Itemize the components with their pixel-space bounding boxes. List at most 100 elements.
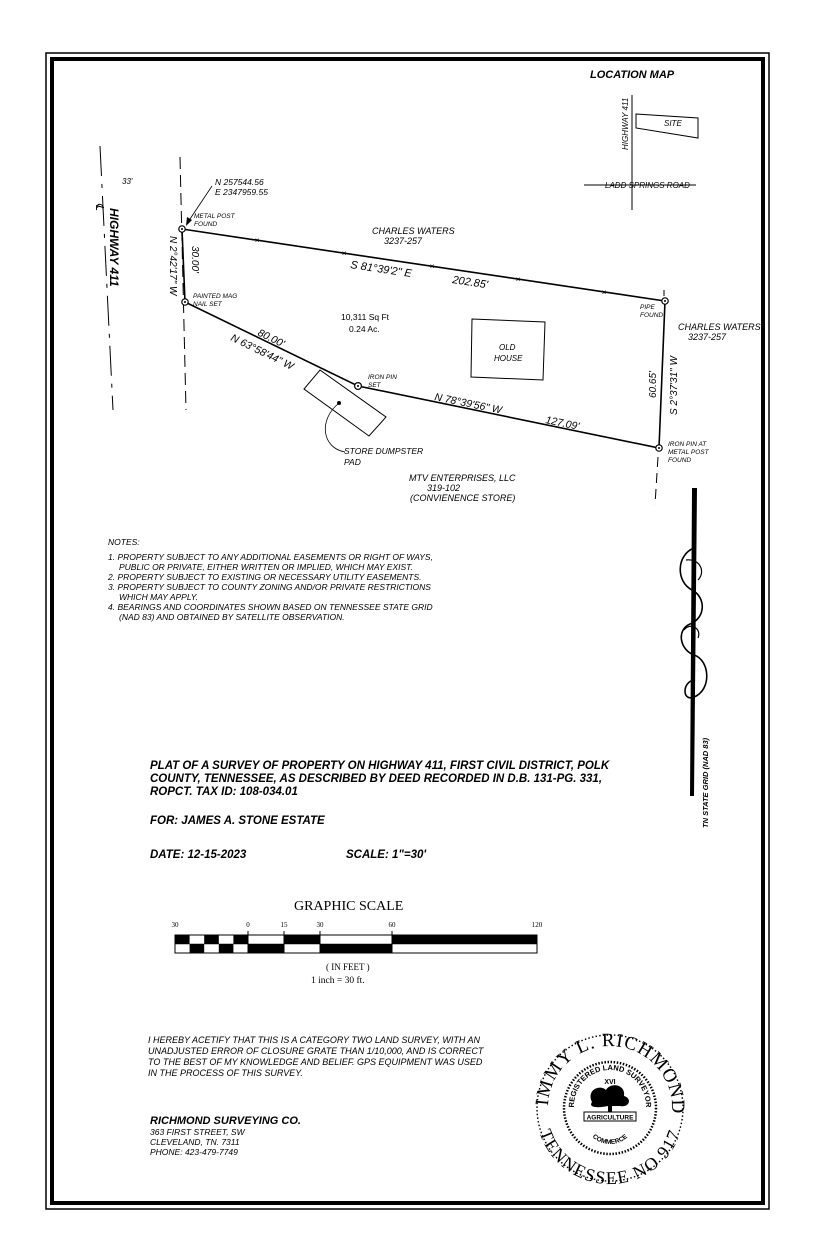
scale-tick-label: 60 [389,921,397,929]
seal-number: XVI [604,1079,615,1086]
location-map-site-label: SITE [664,119,682,128]
corner-monuments [178,225,669,452]
inner-border [50,57,765,1205]
title-scale: SCALE: 1"=30' [346,849,427,861]
title-date: DATE: 12-15-2023 [150,849,247,861]
w-corner-label-2: NAIL SET [193,301,223,308]
scale-tick-label: 30 [172,921,180,929]
seal-band-2: COMMERCE [591,1133,629,1146]
notes-title: NOTES: [108,537,140,547]
scale-tick-label: 15 [281,921,289,929]
south-adjoiner-use: (CONVIENENCE STORE) [410,493,515,503]
graphic-scale: GRAPHIC SCALE 30 0 15 30 60 120 ( IN FEE… [172,899,543,986]
seal-band: AGRICULTURE [587,1115,634,1122]
old-house: OLD HOUSE [470,318,546,381]
corner-labels: N 257544.56 E 2347959.55 METAL POST FOUN… [186,177,710,464]
svg-text:×: × [602,288,607,297]
seal-tree-emblem [590,1085,629,1116]
house-label-2: HOUSE [494,354,523,363]
graphic-scale-unit: ( IN FEET ) [326,962,370,972]
sw2-line-bearing: N 78°39'56" W [433,391,503,417]
property-boundary: × × × × × [181,228,666,506]
north-arrow-needle [690,488,697,796]
nw-northing: N 257544.56 [215,177,264,187]
company-block: RICHMOND SURVEYING CO. 363 FIRST STREET,… [150,1115,301,1157]
ne-corner-label-2: FOUND [640,312,663,319]
note-line: WHICH MAY APPLY. [119,592,198,602]
area-sqft: 10,311 Sq Ft [341,312,390,322]
svg-text:×: × [430,262,435,271]
location-map-site-box [635,113,699,139]
south-adjoiner-deed: 319-102 [427,483,460,493]
north-line-distance: 202.85' [451,274,490,291]
mid-pin-label-2: SET [368,382,382,389]
north-arrow: TN STATE GRID (NAD 83) [679,488,710,828]
north-arrow-label: TN STATE GRID (NAD 83) [701,737,710,828]
nw-corner-label-1: METAL POST [194,213,236,220]
highway-411: HIGHWAY 411 ℄ 33' [93,145,187,411]
mid-pin-label-1: IRON PIN [368,374,397,381]
highway-centerline-symbol: ℄ [93,203,105,211]
dumpster-label-1: STORE DUMPSTER [344,446,423,456]
ne-corner-label-1: PIPE [640,304,655,311]
sw2-line-distance: 127.09' [544,414,581,433]
location-map-road-label: LADD SPRINGS ROAD [605,181,690,190]
note-line: (NAD 83) AND OBTAINED BY SATELLITE OBSER… [119,612,345,622]
south-adjoiner-owner: MTV ENTERPRISES, LLC [409,473,516,483]
title-line: PLAT OF A SURVEY OF PROPERTY ON HIGHWAY … [150,760,610,772]
north-adjoiner-owner: CHARLES WATERS [372,226,455,236]
west-line-bearing: N 2°42'17" W [167,236,178,297]
location-map-highway-label: HIGHWAY 411 [621,98,630,150]
title-block: PLAT OF A SURVEY OF PROPERTY ON HIGHWAY … [150,760,610,861]
certification-line: TO THE BEST OF MY KNOWLEDGE AND BELIEF. … [148,1057,483,1067]
title-line: ROPCT. TAX ID: 108-034.01 [150,786,298,798]
nw-corner-label-2: FOUND [194,221,217,228]
east-adjoiner-owner: CHARLES WATERS [678,322,761,332]
graphic-scale-ratio: 1 inch = 30 ft. [311,975,365,986]
surveyor-seal: JIMMY L. RICHMOND TENNESSEE NO 917 REGIS… [0,0,687,1188]
se-corner-label-3: FOUND [668,457,691,464]
nw-easting: E 2347959.55 [215,187,268,197]
certification-line: IN THE PROCESS OF THIS SURVEY. [148,1068,303,1078]
company-phone: PHONE: 423-479-7749 [150,1147,238,1157]
highway-label: HIGHWAY 411 [107,208,121,287]
company-address-1: 363 FIRST STREET, SW [150,1127,246,1137]
svg-text:COMMERCE: COMMERCE [591,1133,629,1146]
outer-border [45,52,770,1210]
note-line: 1. PROPERTY SUBJECT TO ANY ADDITIONAL EA… [108,552,433,562]
note-line: 4. BEARINGS AND COORDINATES SHOWN BASED … [108,602,433,612]
company-name: RICHMOND SURVEYING CO. [150,1115,301,1127]
scale-tick-label: 120 [532,921,543,929]
north-arrow-flourish [679,547,708,699]
house-label-1: OLD [499,343,516,352]
company-address-2: CLEVELAND, TN. 7311 [150,1137,240,1147]
note-line: 3. PROPERTY SUBJECT TO COUNTY ZONING AND… [108,582,431,592]
svg-text:×: × [342,249,347,258]
certification-line: UNADJUSTED ERROR OF CLOSURE GRATE THAN 1… [148,1046,485,1056]
scale-tick-label: 0 [246,921,250,929]
se-corner-label-2: METAL POST [668,449,710,456]
se-corner-label-1: IRON PIN AT [668,441,707,448]
dumpster-label-2: PAD [344,457,361,467]
north-adjoiner-deed: 3237-257 [384,236,423,246]
seal-state: TENNESSEE NO 917 [535,1126,683,1188]
adjoiners: CHARLES WATERS 3237-257 CHARLES WATERS 3… [372,226,761,503]
svg-text:×: × [255,236,260,245]
title-for: FOR: JAMES A. STONE ESTATE [150,815,325,827]
svg-text:TENNESSEE NO 917: TENNESSEE NO 917 [535,1126,684,1188]
area-acres: 0.24 Ac. [349,324,380,334]
west-line-distance: 30.00' [189,246,200,274]
location-map: LOCATION MAP HIGHWAY 411 SITE LADD SPRIN… [584,69,699,210]
location-map-title: LOCATION MAP [590,69,675,81]
note-line: 2. PROPERTY SUBJECT TO EXISTING OR NECES… [107,572,421,582]
east-line-distance: 60.65' [648,370,659,398]
dumpster-pad: STORE DUMPSTER PAD [303,369,423,467]
title-line: COUNTY, TENNESSEE, AS DESCRIBED BY DEED … [150,773,602,785]
graphic-scale-title: GRAPHIC SCALE [294,899,403,914]
scale-tick-label: 30 [317,921,325,929]
w-corner-label-1: PAINTED MAG [193,293,237,300]
highway-row-width: 33' [122,177,133,186]
certification-line: I HEREBY ACETIFY THAT THIS IS A CATEGORY… [148,1035,481,1045]
certification: I HEREBY ACETIFY THAT THIS IS A CATEGORY… [148,1035,485,1078]
